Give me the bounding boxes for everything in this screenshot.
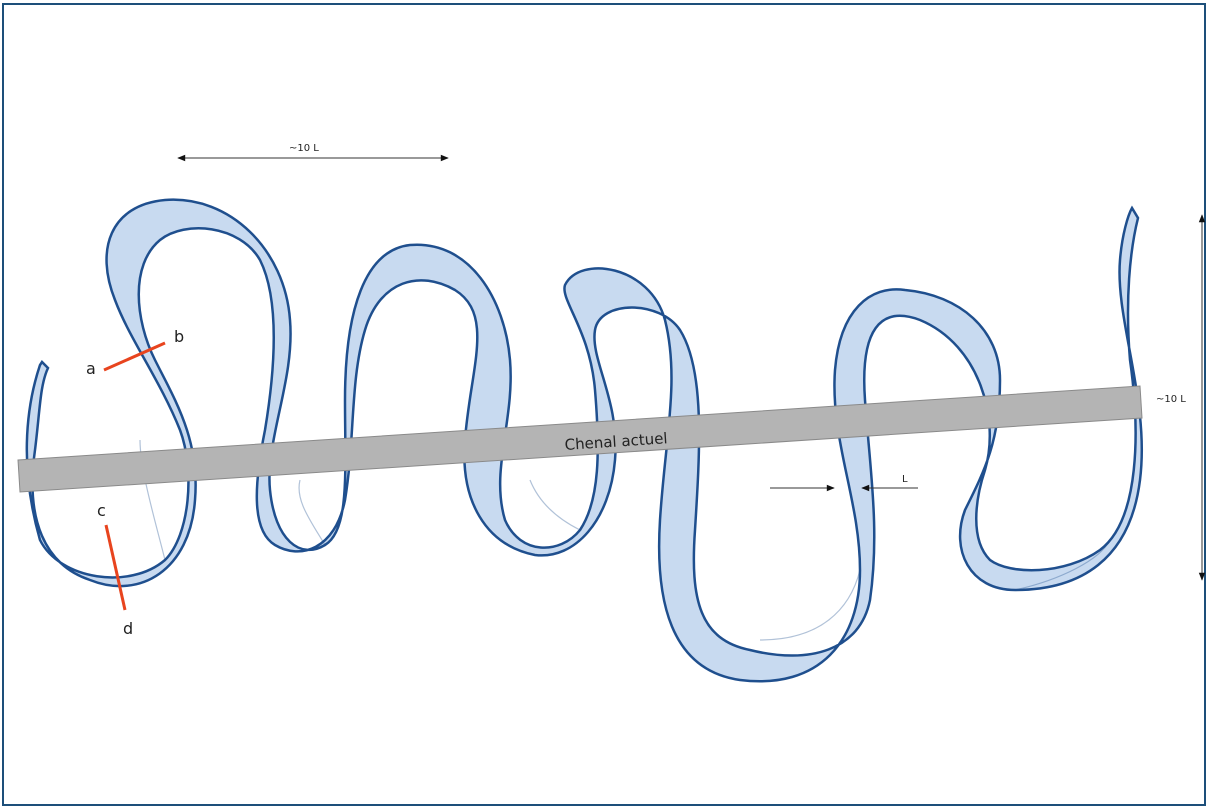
width-label: L xyxy=(902,474,908,485)
cross-section-cd: c d xyxy=(97,501,133,638)
wavelength-dimension: ~10 L xyxy=(178,143,448,158)
section-label-a: a xyxy=(86,359,96,378)
amplitude-dimension: ~10 L xyxy=(1156,215,1202,580)
amplitude-label: ~10 L xyxy=(1156,394,1186,405)
width-dimension: L xyxy=(770,474,918,488)
section-label-b: b xyxy=(174,327,184,346)
section-label-d: d xyxy=(123,619,133,638)
wavelength-label: ~10 L xyxy=(289,143,319,154)
section-label-c: c xyxy=(97,501,106,520)
section-line-cd xyxy=(106,525,125,610)
